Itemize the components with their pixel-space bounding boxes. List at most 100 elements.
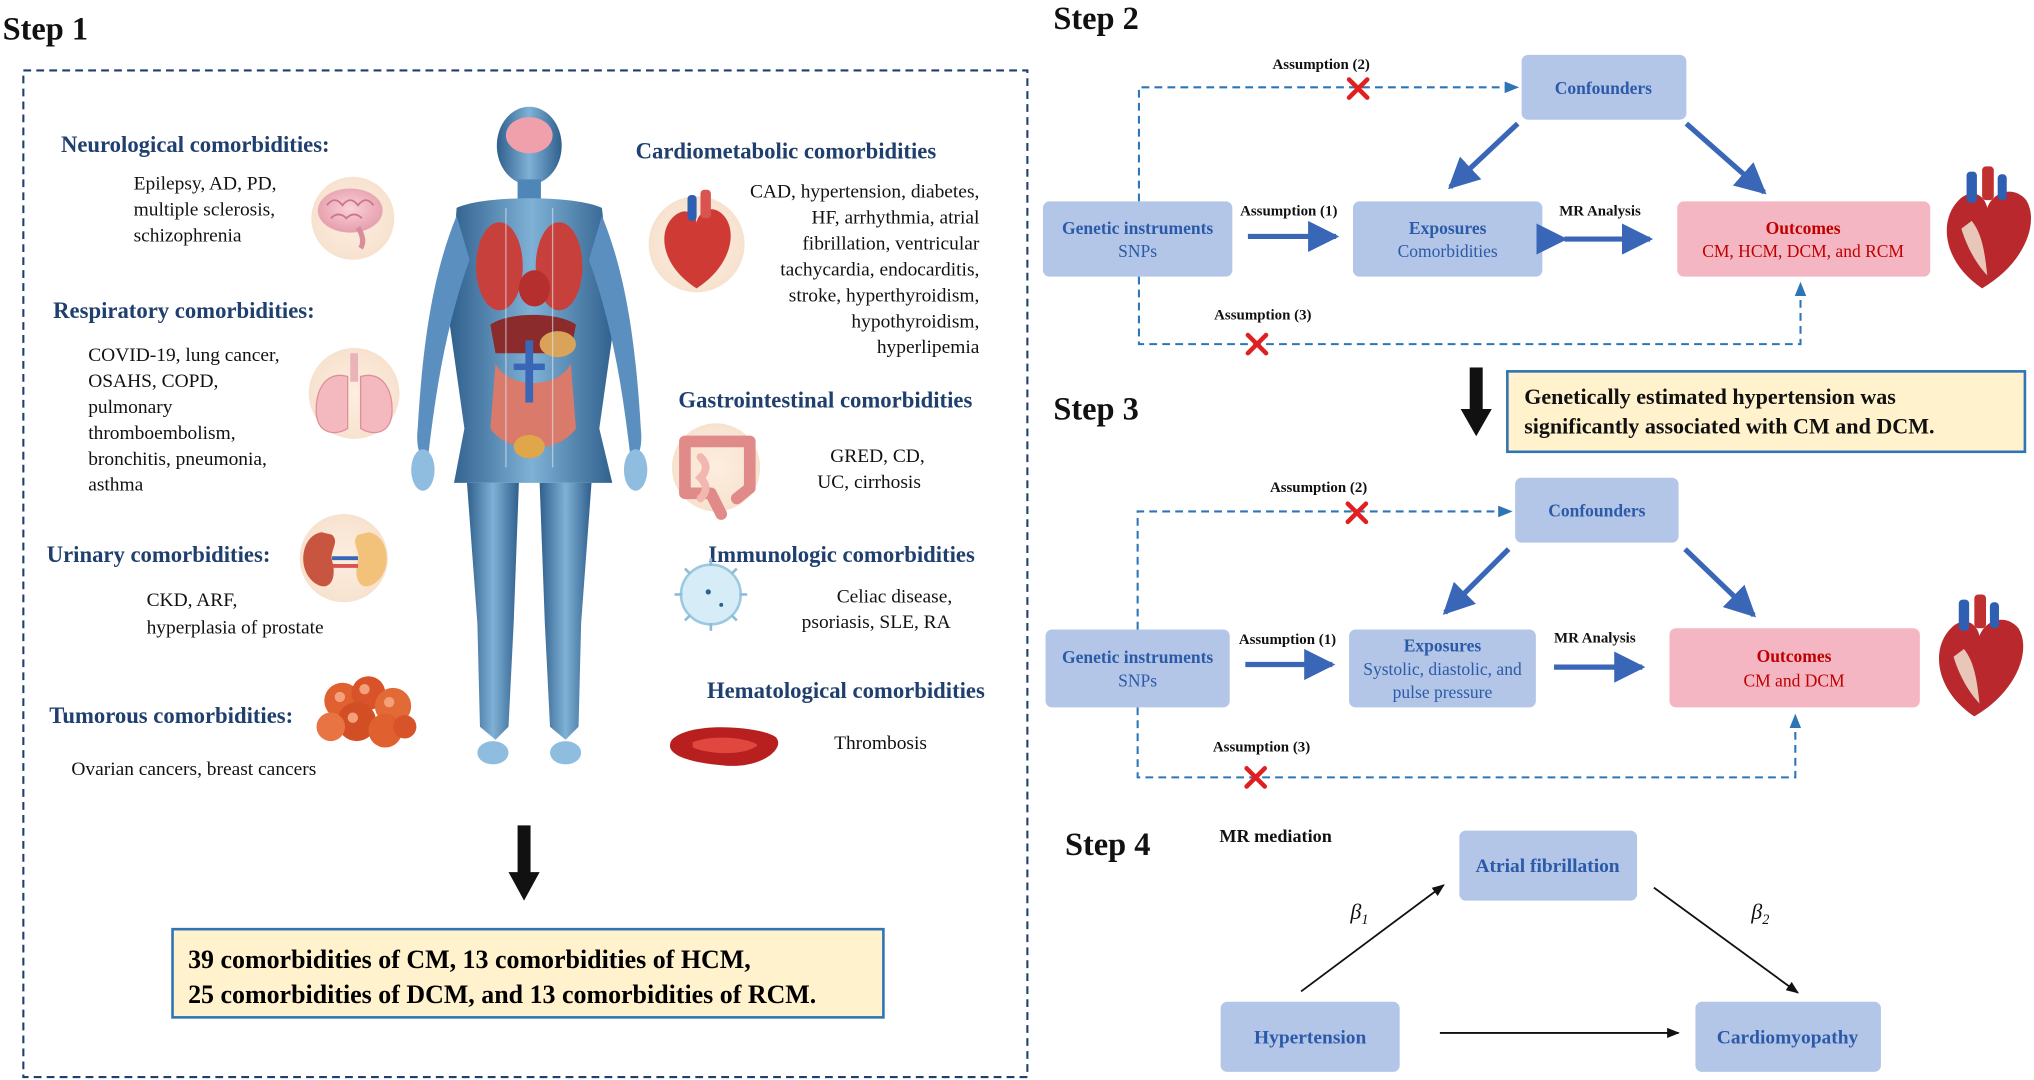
hematological-line-1: Thrombosis bbox=[834, 733, 927, 754]
step3-outcomes-title: Outcomes bbox=[1757, 646, 1832, 666]
summary-line-1: 39 comorbidities of CM, 13 comorbidities… bbox=[188, 945, 751, 974]
step3-genetic-sub: SNPs bbox=[1118, 671, 1157, 691]
step3-confounders-label: Confounders bbox=[1548, 501, 1645, 521]
step3-genetic-box bbox=[1045, 629, 1230, 708]
cardiometabolic-line-7: hyperlipemia bbox=[877, 337, 980, 358]
cardiometabolic-title: Cardiometabolic comorbidities bbox=[636, 139, 937, 164]
summary-box bbox=[171, 927, 885, 1019]
step2-down-arrow bbox=[1460, 367, 1492, 437]
urinary-line-2: hyperplasia of prostate bbox=[147, 617, 324, 638]
respiratory-title: Respiratory comorbidities: bbox=[53, 298, 314, 323]
tumorous-title: Tumorous comorbidities: bbox=[49, 703, 293, 728]
step2-outcomes-box bbox=[1677, 201, 1931, 277]
step4-outcome-box bbox=[1695, 1001, 1881, 1072]
neurological-line-2: multiple sclerosis, bbox=[134, 200, 275, 221]
hematological-title: Hematological comorbidities bbox=[707, 678, 985, 703]
step3-exposures-box bbox=[1349, 629, 1536, 708]
human-body-icon bbox=[411, 106, 648, 765]
intestine-icon bbox=[671, 423, 761, 520]
step4-exposure-label: Hypertension bbox=[1254, 1027, 1366, 1048]
step3-assumption3-label: Assumption (3) bbox=[1213, 739, 1310, 755]
step3-assumption2-label: Assumption (2) bbox=[1270, 480, 1367, 496]
summary-line-2: 25 comorbidities of DCM, and 13 comorbid… bbox=[188, 980, 816, 1009]
step2-genetic-box bbox=[1042, 201, 1233, 277]
heart-icon bbox=[1938, 594, 2024, 717]
step1-title: Step 1 bbox=[3, 11, 89, 47]
step2-arrow-confounders-exposures bbox=[1447, 121, 1520, 190]
step3-assumption3-path bbox=[1136, 707, 1802, 779]
step4-arrow-beta1 bbox=[1300, 884, 1445, 993]
cardiometabolic-line-6: hypothyroidism, bbox=[851, 311, 979, 332]
step4-mediator-label: Atrial fibrillation bbox=[1475, 856, 1619, 877]
step2-arrow-confounders-outcomes bbox=[1684, 121, 1767, 195]
step2-mr-analysis-label: MR Analysis bbox=[1559, 204, 1641, 220]
step2-assumption1-label: Assumption (1) bbox=[1240, 204, 1337, 220]
red-x-icon bbox=[1245, 332, 1269, 356]
step2-confounders-box bbox=[1521, 54, 1687, 120]
lungs-icon bbox=[308, 348, 400, 439]
step4-exposure-box bbox=[1220, 1001, 1400, 1072]
kidney-icon bbox=[299, 514, 388, 603]
respiratory-line-5: bronchitis, pneumonia, bbox=[88, 449, 267, 470]
finding-line-1: Genetically estimated hypertension was bbox=[1524, 384, 1896, 409]
step3-confounders-box bbox=[1515, 477, 1679, 543]
gastrointestinal-line-2: UC, cirrhosis bbox=[817, 472, 921, 493]
heart-icon bbox=[648, 189, 745, 293]
cardiometabolic-line-4: tachycardia, endocarditis, bbox=[780, 259, 979, 280]
step2-genetic-title: Genetic instruments bbox=[1062, 218, 1213, 238]
step4-beta1-label: β1 bbox=[1349, 899, 1368, 928]
step1-down-arrow bbox=[508, 825, 540, 901]
step3-outcomes-sub: CM and DCM bbox=[1743, 671, 1845, 691]
step2-exposures-sub: Comorbidities bbox=[1398, 241, 1498, 261]
cardiometabolic-line-2: HF, arrhythmia, atrial bbox=[811, 207, 980, 228]
step2-confounders-label: Confounders bbox=[1555, 78, 1652, 98]
step2-exposures-box bbox=[1352, 201, 1543, 277]
urinary-title: Urinary comorbidities: bbox=[47, 542, 271, 567]
urinary-line-1: CKD, ARF, bbox=[147, 590, 238, 611]
tumor-icon bbox=[316, 676, 417, 748]
respiratory-line-4: thromboembolism, bbox=[88, 423, 235, 444]
step4-outcome-label: Cardiomyopathy bbox=[1717, 1027, 1859, 1048]
cardiometabolic-line-3: fibrillation, ventricular bbox=[802, 233, 980, 254]
neurological-title: Neurological comorbidities: bbox=[61, 132, 330, 157]
respiratory-line-3: pulmonary bbox=[88, 397, 172, 418]
immunologic-title: Immunologic comorbidities bbox=[708, 542, 975, 567]
step2-exposures-title: Exposures bbox=[1409, 218, 1487, 238]
gastrointestinal-line-1: GRED, CD, bbox=[830, 446, 924, 467]
step3-arrow-confounders-exposures bbox=[1442, 547, 1511, 615]
respiratory-line-2: OSAHS, COPD, bbox=[88, 371, 218, 392]
respiratory-line-6: asthma bbox=[88, 475, 143, 496]
step3-exposures-sub1: Systolic, diastolic, and bbox=[1363, 659, 1522, 679]
step3-exposures-title: Exposures bbox=[1404, 636, 1482, 656]
step4-mediator-box bbox=[1459, 830, 1638, 901]
step2-assumption3-label: Assumption (3) bbox=[1214, 307, 1311, 323]
step3-mr-analysis-label: MR Analysis bbox=[1554, 630, 1636, 646]
step3-assumption1-label: Assumption (1) bbox=[1239, 632, 1336, 648]
heart-icon bbox=[1946, 166, 2032, 289]
brain-icon bbox=[311, 176, 395, 260]
finding-line-2: significantly associated with CM and DCM… bbox=[1524, 414, 1934, 439]
virus-icon bbox=[674, 558, 748, 631]
immunologic-line-1: Celiac disease, bbox=[837, 586, 952, 607]
step3-title: Step 3 bbox=[1053, 391, 1139, 427]
step3-genetic-title: Genetic instruments bbox=[1062, 647, 1213, 667]
neurological-line-3: schizophrenia bbox=[134, 226, 242, 247]
step2-genetic-sub: SNPs bbox=[1118, 241, 1157, 261]
step2-outcomes-sub: CM, HCM, DCM, and RCM bbox=[1702, 241, 1904, 261]
step3-assumption2-path bbox=[1136, 505, 1513, 630]
cardiometabolic-line-1: CAD, hypertension, diabetes, bbox=[750, 182, 979, 203]
red-x-icon bbox=[1244, 766, 1268, 789]
immunologic-line-2: psoriasis, SLE, RA bbox=[802, 612, 951, 633]
step3-arrow-confounders-outcomes bbox=[1683, 547, 1757, 618]
neurological-line-1: Epilepsy, AD, PD, bbox=[134, 174, 277, 195]
step3-outcomes-box bbox=[1669, 628, 1920, 708]
gastrointestinal-title: Gastrointestinal comorbidities bbox=[678, 388, 972, 413]
blood-cell-icon bbox=[669, 727, 779, 766]
step1-frame bbox=[22, 69, 1029, 1079]
step2-outcomes-title: Outcomes bbox=[1766, 218, 1841, 238]
red-x-icon bbox=[1346, 77, 1370, 100]
step4-arrow-beta2 bbox=[1653, 886, 1799, 994]
step4-subtitle: MR mediation bbox=[1219, 826, 1331, 846]
step2-assumption2-label: Assumption (2) bbox=[1273, 57, 1370, 73]
